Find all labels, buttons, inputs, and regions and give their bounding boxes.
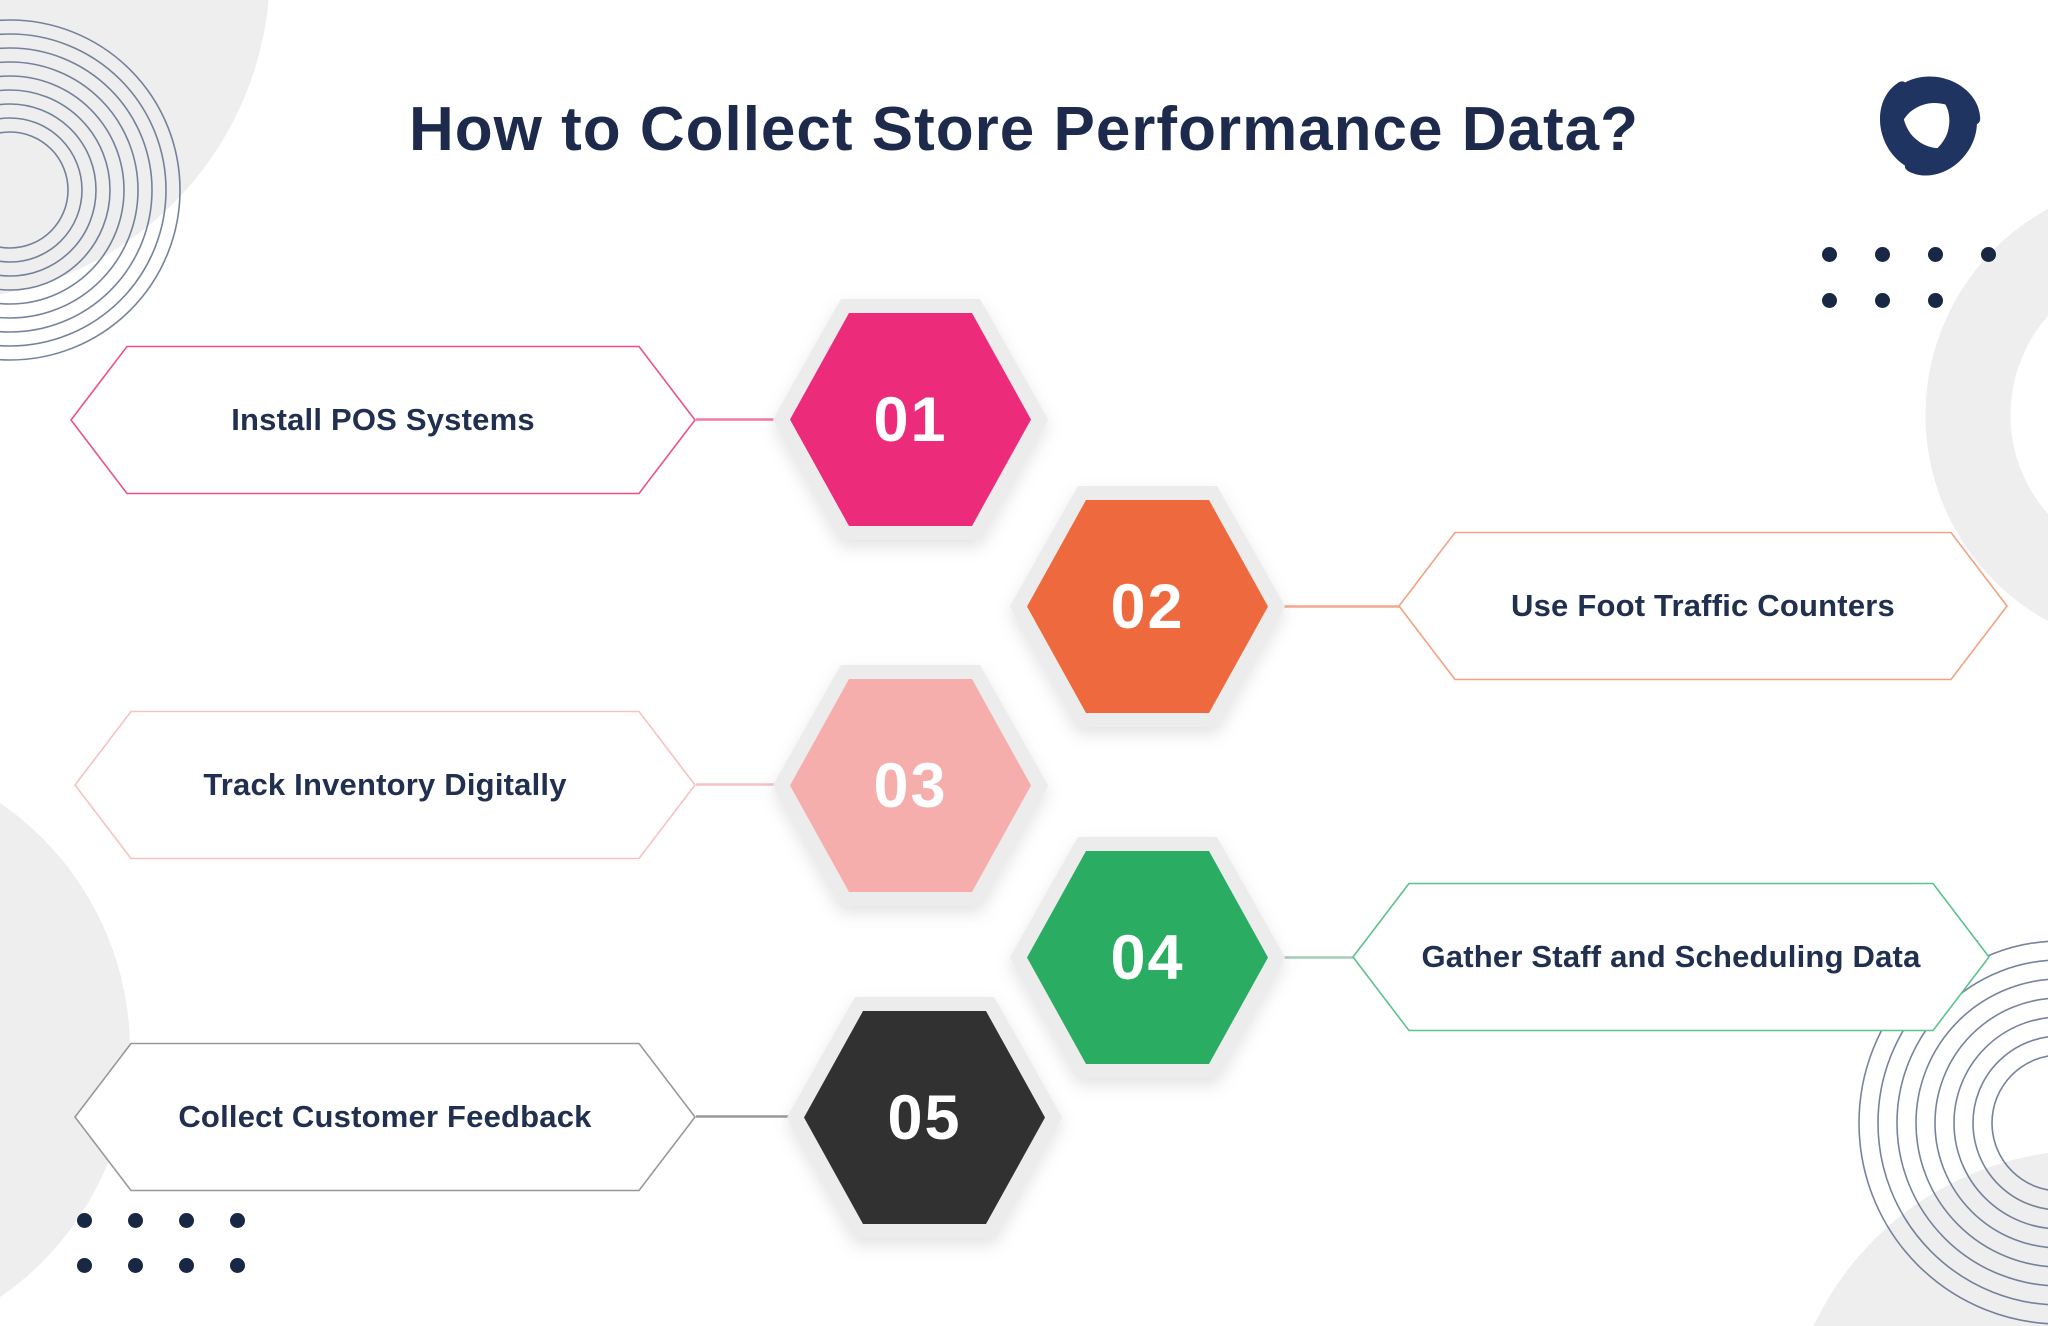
dot-grid-top-right bbox=[1822, 247, 1996, 308]
hexagon-fill bbox=[790, 679, 1031, 892]
dot bbox=[128, 1258, 143, 1273]
step-number-1: 01 bbox=[873, 384, 948, 455]
dot bbox=[1928, 247, 1943, 262]
step-label-box-1[interactable]: Install POS Systems bbox=[70, 345, 696, 495]
step-number-4: 04 bbox=[1110, 922, 1185, 993]
dot-grid-bottom-left bbox=[77, 1213, 245, 1273]
dot bbox=[1875, 247, 1890, 262]
label-box-outline bbox=[1352, 882, 1990, 1032]
connector-line-2 bbox=[1268, 605, 1402, 608]
step-label-2: Use Foot Traffic Counters bbox=[1511, 588, 1895, 623]
page-title: How to Collect Store Performance Data? bbox=[408, 94, 1640, 164]
dot bbox=[1822, 247, 1837, 262]
label-box-outline bbox=[74, 1042, 696, 1192]
step-label-box-2[interactable]: Use Foot Traffic Counters bbox=[1398, 531, 2008, 681]
step-hexagon-3[interactable]: 03 bbox=[773, 663, 1048, 908]
hexagon-fill bbox=[1027, 500, 1268, 713]
dot bbox=[1822, 293, 1837, 308]
triskelion-logo-icon bbox=[1880, 76, 1981, 176]
dot bbox=[77, 1213, 92, 1228]
label-box-outline bbox=[1398, 531, 2008, 681]
step-hexagon-4[interactable]: 04 bbox=[1010, 835, 1285, 1080]
label-box-outline bbox=[70, 345, 696, 495]
dot bbox=[179, 1213, 194, 1228]
step-label-4: Gather Staff and Scheduling Data bbox=[1421, 939, 1921, 974]
hexagon-fill bbox=[804, 1011, 1045, 1224]
dot bbox=[1981, 247, 1996, 262]
dot bbox=[230, 1213, 245, 1228]
dot bbox=[1928, 293, 1943, 308]
step-hexagon-2[interactable]: 02 bbox=[1010, 484, 1285, 729]
step-label-1: Install POS Systems bbox=[231, 402, 535, 437]
step-number-2: 02 bbox=[1110, 571, 1185, 642]
step-hexagon-5[interactable]: 05 bbox=[787, 995, 1062, 1240]
step-label-box-3[interactable]: Track Inventory Digitally bbox=[74, 710, 696, 860]
dot bbox=[128, 1213, 143, 1228]
dot bbox=[179, 1258, 194, 1273]
dot bbox=[77, 1258, 92, 1273]
step-label-box-5[interactable]: Collect Customer Feedback bbox=[74, 1042, 696, 1192]
step-label-box-4[interactable]: Gather Staff and Scheduling Data bbox=[1352, 882, 1990, 1032]
hexagon-fill bbox=[790, 313, 1031, 526]
step-number-5: 05 bbox=[887, 1082, 962, 1153]
step-number-3: 03 bbox=[873, 750, 948, 821]
dot bbox=[230, 1258, 245, 1273]
dot bbox=[1875, 293, 1890, 308]
label-box-outline bbox=[74, 710, 696, 860]
hexagon-fill bbox=[1027, 851, 1268, 1064]
step-label-3: Track Inventory Digitally bbox=[203, 767, 567, 802]
step-hexagon-1[interactable]: 01 bbox=[773, 297, 1048, 542]
step-label-5: Collect Customer Feedback bbox=[178, 1099, 592, 1134]
